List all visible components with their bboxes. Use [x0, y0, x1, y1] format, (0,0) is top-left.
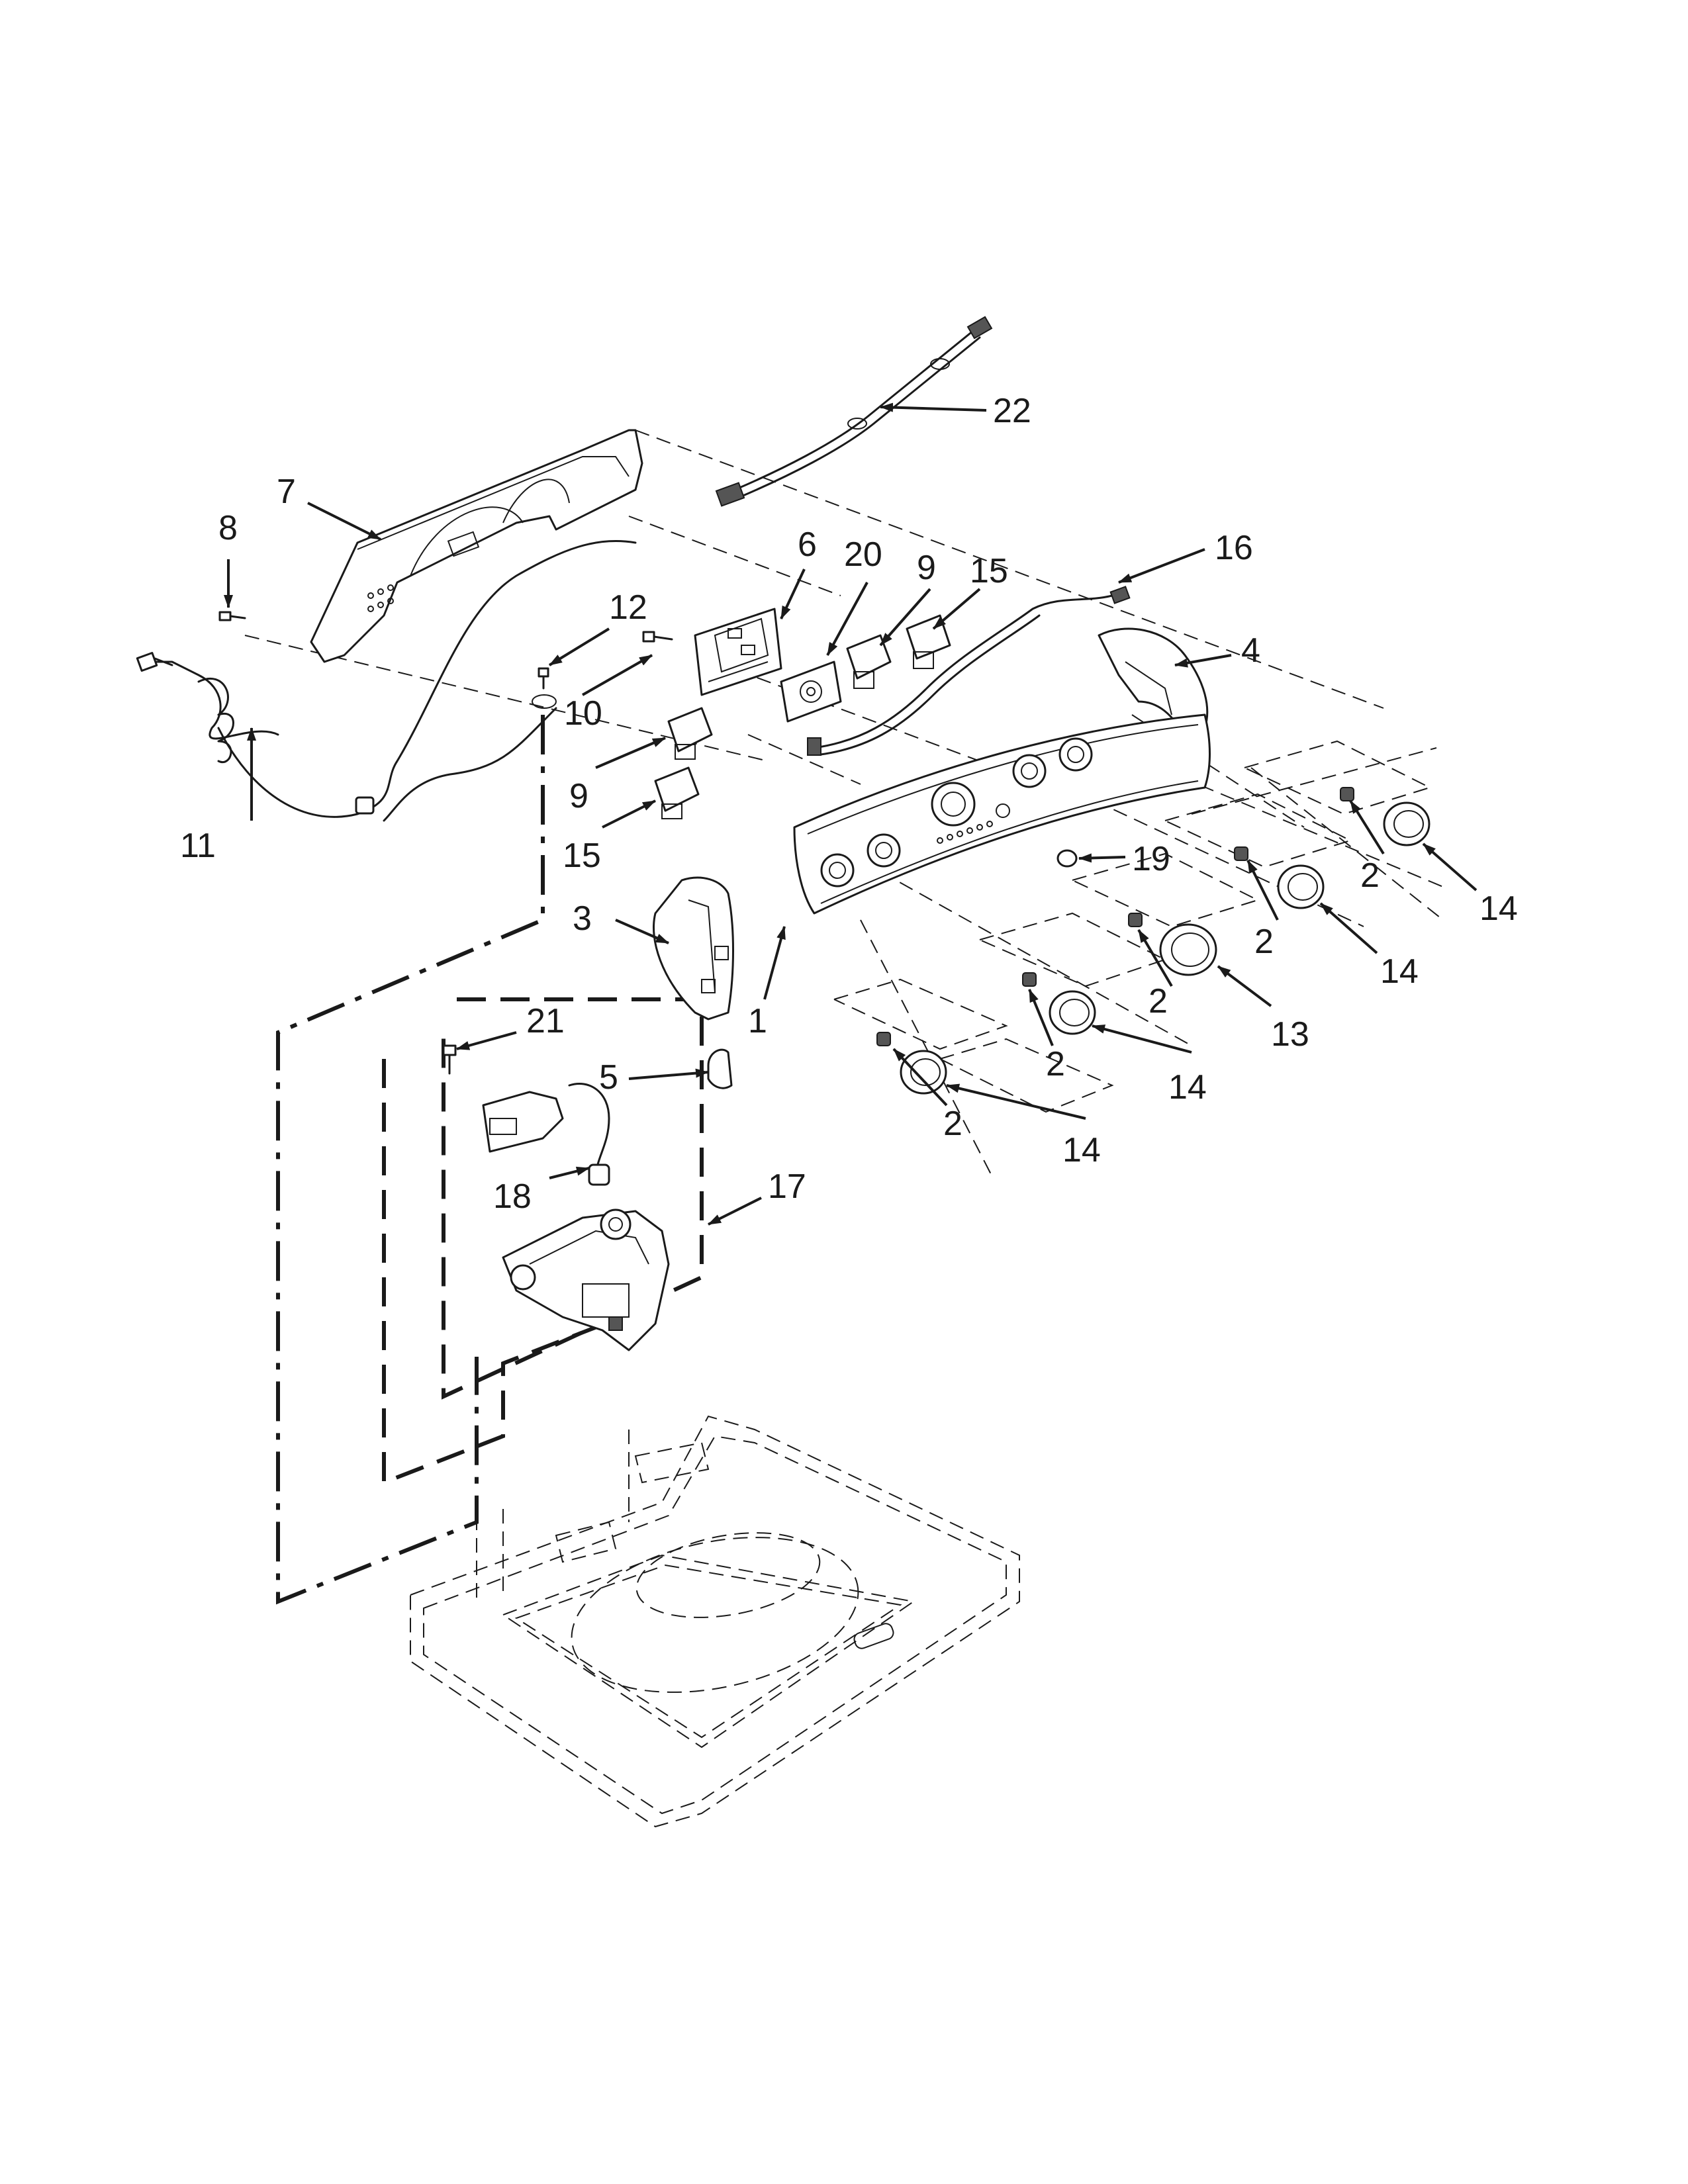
encoder: [780, 660, 842, 723]
button-19: [1056, 849, 1078, 868]
screw-10: [642, 631, 673, 643]
callout-15-lower: 15: [563, 837, 601, 875]
console-knob-openings: [820, 737, 1093, 887]
callout-2-e: 2: [1360, 856, 1380, 895]
callout-10: 10: [564, 694, 602, 733]
callout-9-lower: 9: [569, 777, 588, 815]
water-valve-17: [502, 1208, 670, 1351]
callout-2-c: 2: [1149, 982, 1168, 1021]
callout-13: 13: [1271, 1015, 1309, 1054]
vent-slots: [367, 584, 394, 612]
switch-15-lower: [654, 766, 700, 819]
console-indicator-lights: [937, 821, 993, 844]
switch-9-top: [846, 634, 892, 689]
water-valve-18: [482, 1082, 610, 1186]
callout-9-top: 9: [917, 549, 936, 587]
clip-5: [707, 1048, 733, 1089]
callout-2-b: 2: [1046, 1045, 1065, 1083]
callout-1: 1: [748, 1002, 767, 1040]
callout-22: 22: [993, 392, 1031, 430]
callout-14-a: 14: [1062, 1131, 1101, 1169]
alignment-lines: [244, 430, 1444, 1179]
control-board: [694, 608, 782, 696]
callout-18: 18: [493, 1177, 532, 1216]
power-cord: [136, 540, 637, 822]
callout-17: 17: [768, 1167, 806, 1206]
washer-top-cabinet: [410, 1415, 1020, 1828]
callout-21: 21: [526, 1002, 565, 1040]
callout-20: 20: [844, 535, 882, 574]
wire-harness-22: [715, 316, 993, 507]
switch-15-top: [906, 614, 951, 669]
knob-set-4: [1234, 846, 1325, 909]
callout-5: 5: [599, 1058, 618, 1097]
leader-arrows: [224, 402, 1477, 1226]
knob-set-1: [876, 1032, 947, 1095]
knob-set-3: [1128, 913, 1217, 976]
callout-15-top: 15: [970, 552, 1008, 590]
callout-12: 12: [609, 588, 647, 627]
callout-4: 4: [1241, 631, 1260, 670]
callout-3: 3: [573, 899, 592, 938]
console-panel: [793, 713, 1211, 915]
console-rear-panel: [310, 429, 643, 663]
callout-11: 11: [180, 827, 216, 865]
callout-7: 7: [277, 473, 296, 511]
callout-8: 8: [218, 509, 238, 547]
callout-2-d: 2: [1254, 923, 1274, 961]
switch-9-lower: [667, 707, 713, 760]
callout-14-b: 14: [1168, 1068, 1207, 1107]
right-end-cap: [1098, 627, 1209, 736]
callout-labels: 22 7 8 12 10 11 6 20 9 15 16 4 9 15 19 3…: [180, 392, 1518, 1216]
callout-14-d: 14: [1479, 889, 1518, 928]
callout-6: 6: [798, 525, 817, 564]
left-end-cap: [653, 876, 734, 1021]
screw-8: [218, 611, 246, 621]
screw-21: [442, 1044, 457, 1075]
wire-harness-16: [807, 586, 1131, 756]
callout-14-c: 14: [1380, 952, 1419, 991]
knob-set-5: [1340, 787, 1430, 846]
callout-19: 19: [1132, 840, 1170, 878]
harness-route-outline: [276, 715, 545, 1605]
callout-2-a: 2: [943, 1105, 962, 1143]
knob-set-2: [1022, 972, 1096, 1035]
callout-16: 16: [1215, 529, 1253, 567]
ground-screw-12: [532, 667, 557, 709]
